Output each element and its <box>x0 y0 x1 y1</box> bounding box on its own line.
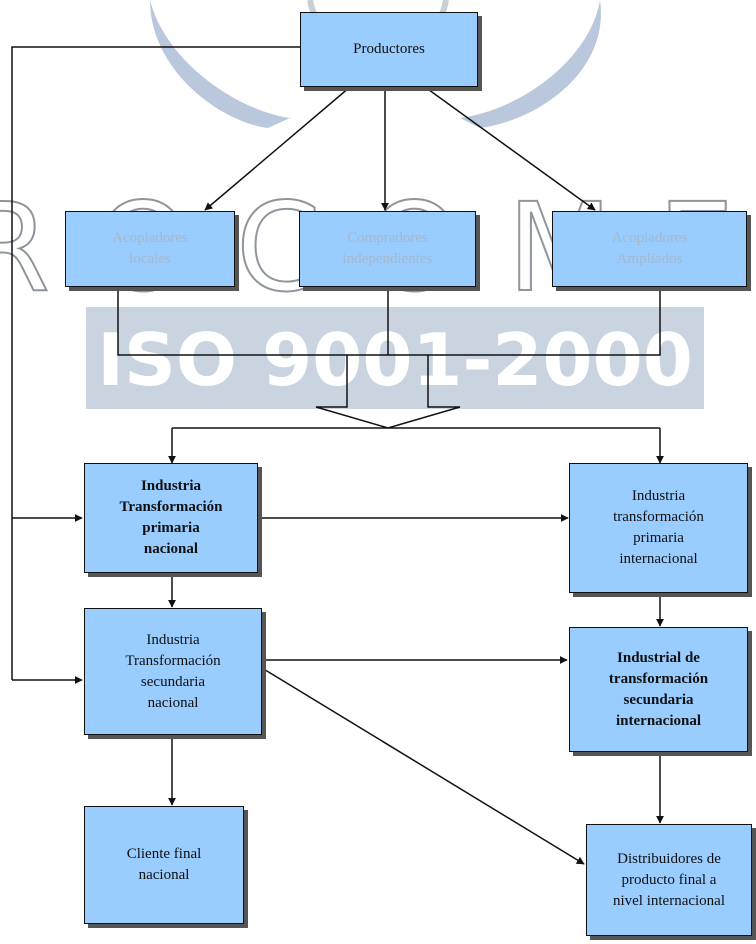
arrow-secundaria-to-distribuidores <box>261 667 585 865</box>
node-label: Productores <box>353 41 425 57</box>
node-distribuidores-internacional: Distribuidores de producto final a nivel… <box>586 824 752 936</box>
node-cliente-final-nacional: Cliente final nacional <box>84 806 244 924</box>
arrow-productores-acopiadores-ampliados <box>424 86 596 211</box>
node-compradores-independientes: Compradores independientes <box>299 211 476 287</box>
node-label: Distribuidores de producto final a nivel… <box>612 850 726 909</box>
bypass-line-productores <box>11 46 300 680</box>
node-label: Industria Transformación secundaria naci… <box>125 631 221 711</box>
watermark-band <box>86 307 704 409</box>
node-acopiadores-locales: Acopiadores locales <box>65 211 235 287</box>
node-industria-primaria-internacional: Industria transformación primaria intern… <box>569 463 748 593</box>
node-label: Industria transformación primaria intern… <box>613 488 704 567</box>
node-industrial-secundaria-internacional: Industrial de transformación secundaria … <box>569 627 748 752</box>
node-label: Industria Transformación primaria nacion… <box>119 478 223 557</box>
node-industria-secundaria-nacional: Industria Transformación secundaria naci… <box>84 608 262 735</box>
node-productores: Productores <box>300 12 478 87</box>
node-label: Acopiadores Ampliados <box>611 230 688 267</box>
node-label: Compradores independientes <box>342 230 433 267</box>
merge-big-arrow <box>315 355 461 429</box>
node-label: Cliente final nacional <box>126 846 202 883</box>
arrow-productores-acopiadores-locales <box>204 86 351 211</box>
node-label: Acopiadores locales <box>112 230 188 267</box>
node-industria-primaria-nacional: Industria Transformación primaria nacion… <box>84 463 258 573</box>
node-label: Industrial de transformación secundaria … <box>608 649 709 729</box>
merge-line <box>117 287 661 356</box>
node-acopiadores-ampliados: Acopiadores Ampliados <box>552 211 747 287</box>
watermark-standard-text: ISO 9001-2000 <box>97 318 693 402</box>
